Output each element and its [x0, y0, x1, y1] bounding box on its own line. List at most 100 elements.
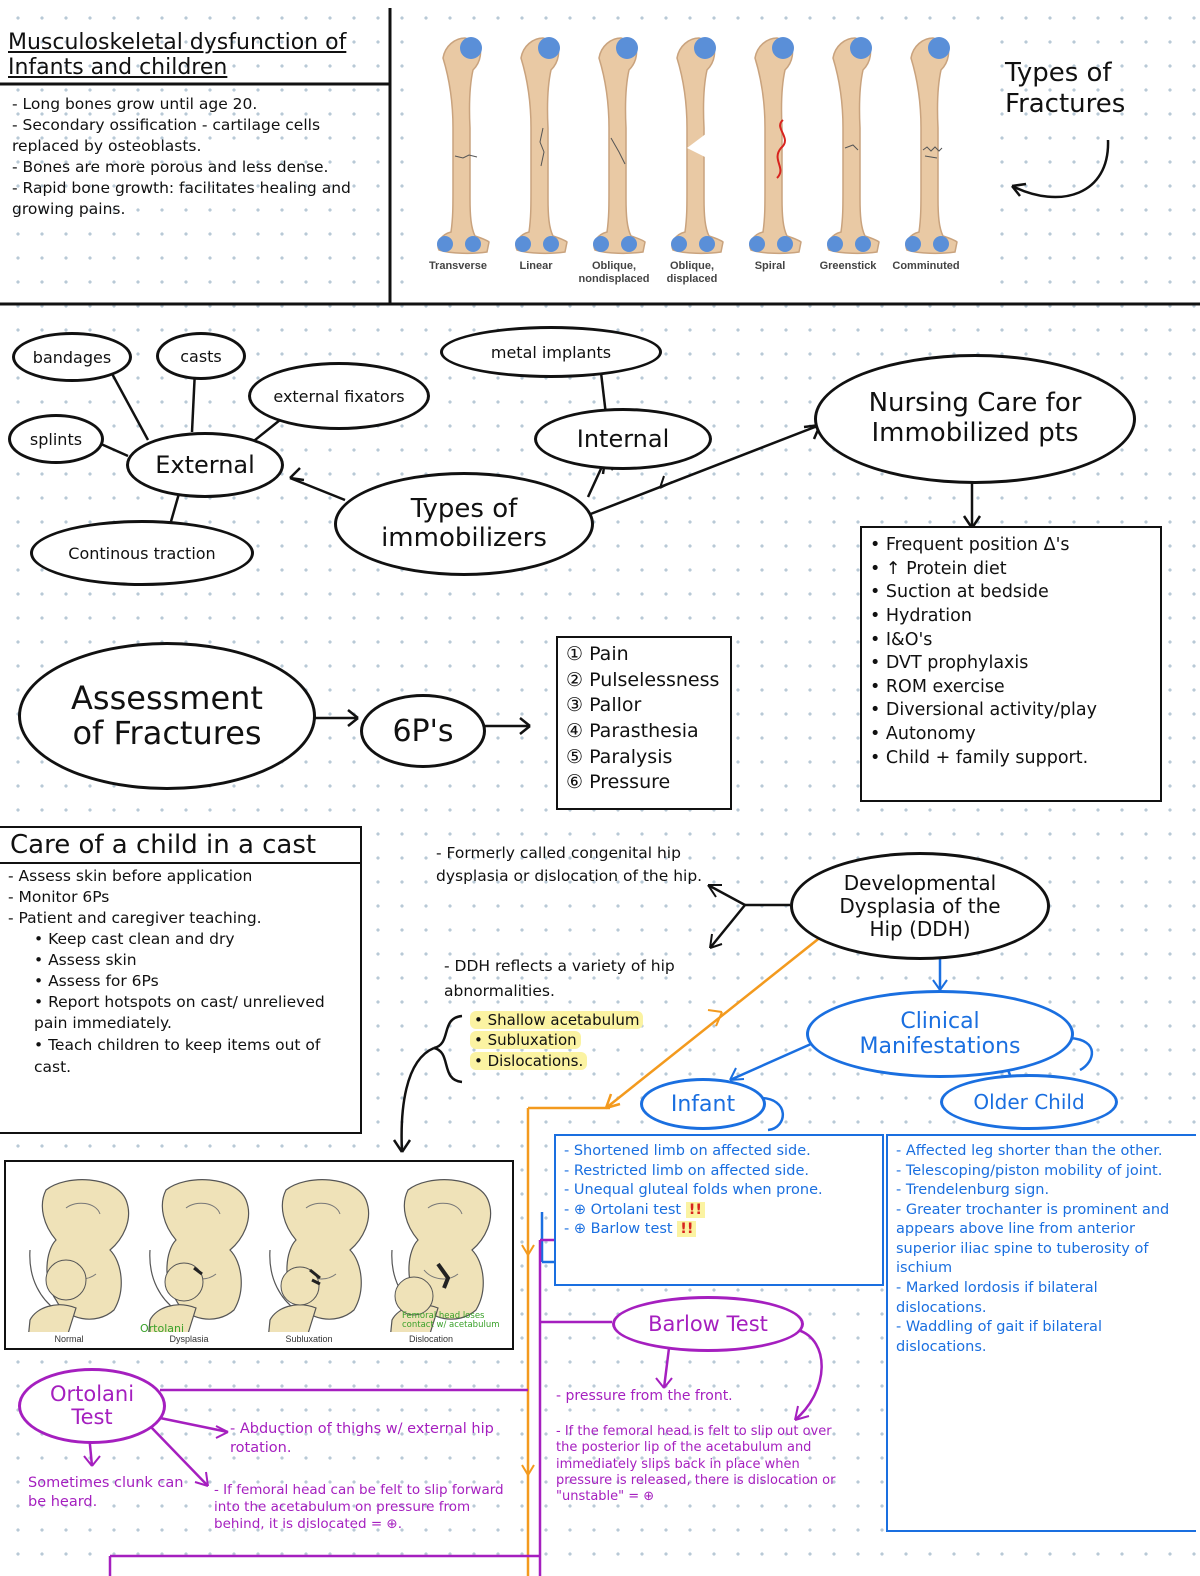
nursing-care-item: • Autonomy [870, 724, 976, 744]
femur-bones-illustration [436, 36, 958, 255]
hip-label: Dysplasia [169, 1334, 209, 1344]
ortolani-exclaim: !! [685, 1201, 705, 1218]
fracture-label: Comminuted [892, 260, 960, 272]
bubble-label: Developmental Dysplasia of the Hip (DDH) [839, 870, 1001, 941]
page-title: Musculoskeletal dysfunction of Infants a… [8, 30, 347, 81]
cast-care-item: - Monitor 6Ps [8, 887, 110, 906]
intro-note: - Bones are more porous and less dense. [12, 157, 329, 176]
cast-care-item: - Assess skin before application [8, 867, 253, 885]
bubble-label: Clinical Manifestations [859, 1008, 1021, 1059]
ddh-reflects-note: - DDH reflects a variety of hip abnormal… [444, 957, 675, 1000]
bubble-label: metal implants [490, 342, 612, 362]
nursing-care-item: • ↑ Protein diet [870, 558, 1007, 579]
nursing-care-item: • DVT prophylaxis [870, 653, 1029, 674]
nursing-care-item: • Frequent position Δ's [870, 535, 1070, 555]
ortolani-femoral-note: - If femoral head can be felt to slip fo… [214, 1482, 504, 1532]
bubble-clinical-manifestations: Clinical Manifestations [806, 990, 1074, 1078]
barlow-pressure-note: - pressure from the front. [556, 1388, 733, 1404]
cast-care-item: • Report hotspots on cast/ unrelieved pa… [34, 992, 325, 1033]
older-child-manifestation: - Greater trochanter is prominent and ap… [896, 1201, 1170, 1277]
infant-manifestations-box: - Shortened limb on affected side. - Res… [554, 1134, 884, 1286]
bubble-label: Nursing Care for Immobilized pts [868, 388, 1082, 448]
older-child-manifestation: - Trendelenburg sign. [896, 1182, 1050, 1199]
intro-notes: - Long bones grow until age 20. - Second… [12, 94, 384, 220]
bubble-label: casts [180, 346, 222, 366]
fracture-label: Spiral [754, 260, 786, 272]
cast-care-item: • Assess for 6Ps [34, 971, 159, 990]
cast-care-box: Care of a child in a cast - Assess skin … [0, 826, 362, 1134]
hip-dysplasia-figure: Normal Dysplasia Subluxation Dislocation… [4, 1160, 514, 1350]
femoral-annotation: Femoral head loses contact w/ acetabulum [402, 1311, 500, 1331]
intro-note: - Rapid bone growth: facilitates healing… [12, 178, 351, 218]
bubble-older-child: Older Child [940, 1074, 1118, 1130]
nursing-care-item: • Suction at bedside [870, 582, 1049, 603]
bubble-label: Ortolani Test [49, 1381, 135, 1429]
bubble-infant: Infant [640, 1078, 766, 1130]
bubble-label: bandages [32, 347, 112, 367]
infant-manifestation: - ⊕ Ortolani test [564, 1201, 682, 1218]
cast-care-item: - Patient and caregiver teaching. [8, 908, 262, 927]
barlow-exclaim: !! [677, 1221, 697, 1238]
infant-manifestation: - Restricted limb on affected side. [564, 1162, 809, 1179]
nursing-care-item: • Diversional activity/play [870, 700, 1097, 721]
intro-note: - Secondary ossification - cartilage cel… [12, 115, 321, 155]
bubble-label: Internal [576, 425, 670, 453]
hip-label: Normal [54, 1334, 84, 1344]
older-child-manifestation: - Telescoping/piston mobility of joint. [896, 1162, 1163, 1179]
cast-care-title: Care of a child in a cast [0, 828, 360, 864]
bubble-label: Barlow Test [648, 1312, 768, 1336]
infant-manifestation: - ⊕ Barlow test [564, 1221, 673, 1238]
six-ps-list: ① Pain ② Pulselessness ③ Pallor ④ Parast… [556, 636, 732, 810]
fracture-label: Transverse [428, 260, 488, 272]
bubble-label: external fixators [273, 386, 405, 406]
bubble-nursing-care: Nursing Care for Immobilized pts [814, 354, 1136, 484]
bubble-label: Types of immobilizers [381, 494, 547, 553]
bubble-internal: Internal [534, 408, 712, 470]
older-child-manifestation: - Affected leg shorter than the other. [896, 1143, 1163, 1159]
bubble-label: Infant [670, 1091, 736, 1117]
bubble-label: Continous traction [68, 543, 216, 563]
six-ps-item: ① Pain [566, 643, 629, 665]
ortolani-annotation: Ortolani [140, 1322, 185, 1335]
bubble-label: 6P's [392, 713, 454, 749]
bubble-assessment-of-fractures: Assessment of Fractures [18, 642, 316, 790]
ortolani-abduction-note: - Abduction of thighs w/ external hip ro… [230, 1421, 494, 1456]
bubble-types-of-immobilizers: Types of immobilizers [334, 472, 594, 576]
six-ps-item: ③ Pallor [566, 694, 642, 717]
infant-manifestation: - Unequal gluteal folds when prone. [564, 1182, 823, 1199]
bubble-splints: splints [8, 414, 104, 464]
older-child-manifestation: - Waddling of gait if bilateral dislocat… [896, 1319, 1102, 1355]
ddh-abnormalities: • Shallow acetabulum • Subluxation • Dis… [470, 1010, 644, 1071]
bubble-label: Assessment of Fractures [71, 678, 263, 752]
cast-care-item: • Assess skin [34, 950, 137, 969]
fracture-types-figure: Transverse Linear Oblique, nondisplaced … [415, 28, 1000, 294]
bubble-continous-traction: Continous traction [30, 520, 254, 586]
cast-care-item: • Teach children to keep items out of ca… [34, 1035, 321, 1076]
infant-manifestation: - Shortened limb on affected side. [564, 1143, 811, 1159]
bubble-bandages: bandages [12, 332, 132, 382]
older-child-manifestations-box: - Affected leg shorter than the other. -… [886, 1134, 1196, 1532]
bubble-ortolani-test: Ortolani Test [18, 1368, 166, 1444]
fracture-label: Linear [519, 260, 553, 272]
bubble-external-fixators: external fixators [248, 362, 430, 430]
fracture-label: Oblique, displaced [666, 260, 718, 285]
six-ps-item: ⑥ Pressure [566, 771, 671, 794]
bubble-casts: casts [156, 332, 246, 380]
fracture-types-title: Types of Fractures [1005, 58, 1126, 120]
bubble-label: splints [29, 429, 83, 449]
six-ps-item: ④ Parasthesia [566, 719, 699, 742]
hip-label: Subluxation [285, 1334, 333, 1344]
fracture-label: Greenstick [819, 260, 877, 272]
ortolani-clunk-note: Sometimes clunk can be heard. [28, 1475, 184, 1510]
hip-label: Dislocation [408, 1334, 454, 1344]
nursing-care-item: • Hydration [870, 605, 972, 626]
ddh-abnormality: • Shallow acetabulum [470, 1011, 644, 1029]
bubble-barlow-test: Barlow Test [612, 1296, 804, 1352]
fracture-label: Oblique, nondisplaced [578, 260, 650, 285]
six-ps-item: ② Pulselessness [566, 668, 720, 691]
intro-note: - Long bones grow until age 20. [12, 95, 258, 113]
ddh-abnormality: • Subluxation [470, 1031, 581, 1050]
bubble-ddh: Developmental Dysplasia of the Hip (DDH) [790, 852, 1050, 960]
nursing-care-item: • Child + family support. [870, 747, 1089, 768]
ddh-abnormality: • Dislocations. [470, 1051, 588, 1070]
